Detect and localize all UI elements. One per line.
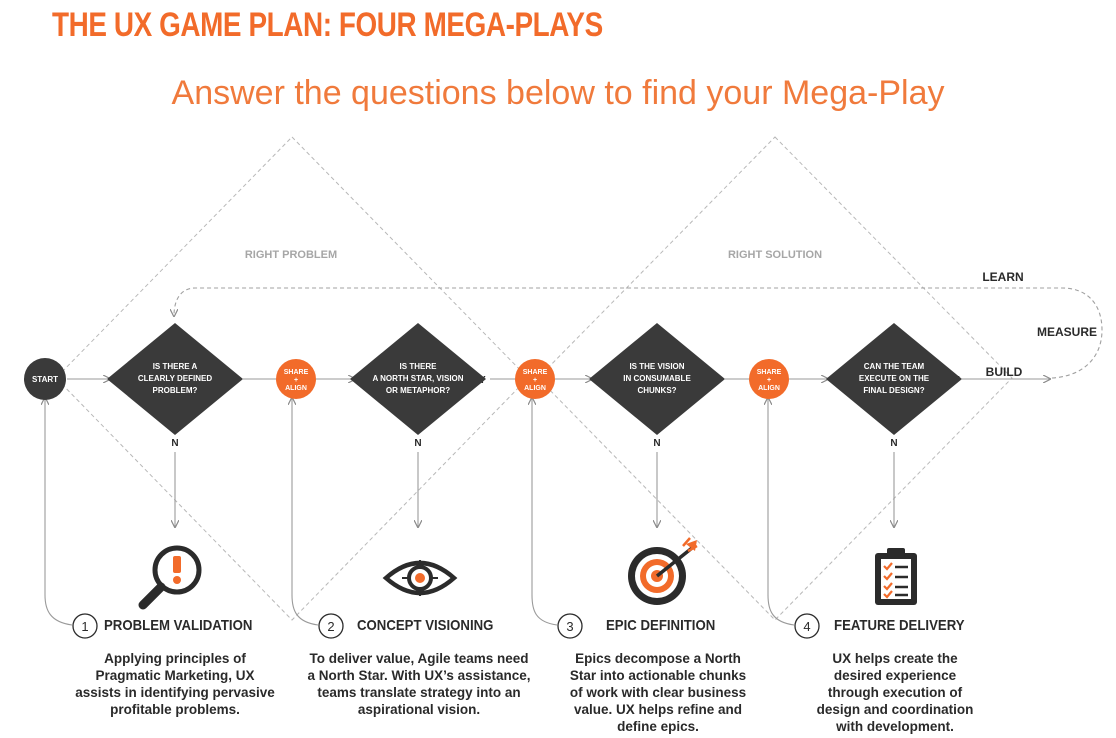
decision-1: IS THERE A CLEARLY DEFINED PROBLEM? (107, 323, 243, 435)
right-solution-region (537, 136, 1013, 621)
play-number-4-text: 4 (803, 619, 810, 634)
decision-3-line-3: CHUNKS? (637, 386, 676, 395)
play-title-1: PROBLEM VALIDATION (104, 617, 253, 634)
no-label-1: N (171, 438, 178, 449)
play-number-3: 3 (557, 613, 583, 639)
decision-2: IS THERE A NORTH STAR, VISION OR METAPHO… (350, 323, 486, 435)
right-problem-label: RIGHT PROBLEM (245, 249, 337, 261)
share-align-node-2: SHARE + ALIGN (515, 359, 555, 399)
play-number-2: 2 (318, 613, 344, 639)
decision-1-line-2: CLEARLY DEFINED (138, 374, 212, 383)
share-align-2-top: SHARE (523, 369, 548, 376)
no-label-4: N (890, 438, 897, 449)
share-align-1-bottom: ALIGN (285, 385, 307, 392)
decision-4-line-2: EXECUTE ON THE (859, 374, 930, 383)
decision-2-line-1: IS THERE (400, 362, 438, 371)
decision-4: CAN THE TEAM EXECUTE ON THE FINAL DESIGN… (826, 323, 962, 435)
share-align-2-plus: + (533, 377, 537, 384)
share-align-node-3: SHARE + ALIGN (749, 359, 789, 399)
decision-2-line-3: OR METAPHOR? (386, 386, 450, 395)
share-align-3-plus: + (767, 377, 771, 384)
measure-label: MEASURE (1037, 325, 1097, 339)
share-align-1-top: SHARE (284, 369, 309, 376)
play-number-3-text: 3 (566, 619, 573, 634)
share-align-2-bottom: ALIGN (524, 385, 546, 392)
return-path-3 (532, 398, 558, 626)
play-number-1: 1 (72, 613, 98, 639)
play-title-4: FEATURE DELIVERY (834, 617, 965, 634)
no-label-2: N (414, 438, 421, 449)
learn-label: LEARN (982, 270, 1023, 284)
play-title-2: CONCEPT VISIONING (357, 617, 494, 634)
play-title-3: EPIC DEFINITION (606, 617, 716, 634)
bullseye-arrow-icon (628, 537, 698, 605)
decision-4-line-3: FINAL DESIGN? (863, 386, 924, 395)
decision-4-line-1: CAN THE TEAM (864, 362, 925, 371)
decision-3: IS THE VISION IN CONSUMABLE CHUNKS? (589, 323, 725, 435)
page-subtitle: Answer the questions below to find your … (171, 74, 945, 112)
share-align-3-top: SHARE (757, 369, 782, 376)
return-path-2 (292, 398, 319, 626)
share-align-node-1: SHARE + ALIGN (276, 359, 316, 399)
decision-3-line-2: IN CONSUMABLE (623, 374, 691, 383)
share-align-1-plus: + (294, 377, 298, 384)
play-description-3: Epics decompose a North Star into action… (569, 651, 747, 734)
page-title: THE UX GAME PLAN: FOUR MEGA-PLAYS (52, 6, 603, 44)
eye-target-icon (382, 560, 458, 596)
right-problem-region (55, 136, 529, 621)
clipboard-checklist-icon (875, 548, 917, 605)
play-description-4: UX helps create the desired experience t… (816, 651, 974, 734)
feedback-loop-path (174, 287, 1103, 379)
decision-1-line-1: IS THERE A (153, 362, 198, 371)
return-path-1 (45, 398, 73, 626)
start-label: START (32, 375, 58, 384)
build-label: BUILD (986, 365, 1023, 379)
return-path-4 (768, 398, 795, 626)
magnifier-exclamation-icon (138, 545, 202, 610)
play-description-1: Applying principles of Pragmatic Marketi… (75, 651, 275, 717)
decision-3-line-1: IS THE VISION (629, 362, 684, 371)
play-number-1-text: 1 (81, 619, 88, 634)
no-label-3: N (653, 438, 660, 449)
start-node (24, 358, 66, 400)
play-number-2-text: 2 (327, 619, 334, 634)
play-number-4: 4 (794, 613, 820, 639)
decision-2-line-2: A NORTH STAR, VISION (372, 374, 463, 383)
share-align-3-bottom: ALIGN (758, 385, 780, 392)
decision-1-line-3: PROBLEM? (153, 386, 198, 395)
play-description-2: To deliver value, Agile teams need a Nor… (307, 651, 531, 717)
right-solution-label: RIGHT SOLUTION (728, 249, 822, 261)
